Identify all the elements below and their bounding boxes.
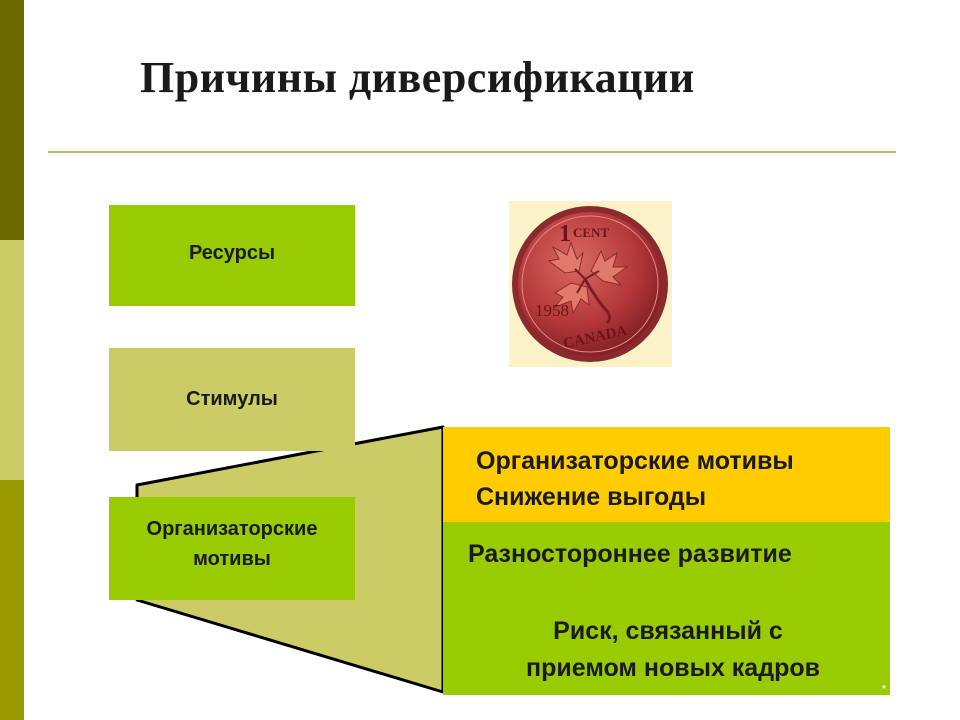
title-divider [48,151,896,153]
resources-box: Ресурсы [109,205,355,306]
detail-panel-header [443,427,890,522]
panel-body-line2: Риск, связанный с [553,617,783,645]
side-bar-top [0,0,24,240]
canadian-cent-coin-icon: 1 CENT 1958 CANADA [512,206,668,362]
resources-label: Ресурсы [188,242,276,264]
slide-title: Причины диверсификации [140,53,695,102]
detail-panel-body [443,522,890,695]
stimuli-box: Стимулы [109,348,355,451]
panel-body-line3: приемом новых кадров [526,654,820,682]
coin-denomination-digit: 1 [559,221,571,247]
side-bar-bottom [0,480,24,720]
org-motives-box: Организаторские мотивы [109,497,355,600]
footnote-star: * [882,684,886,695]
org-motives-label-line2: мотивы [193,547,271,570]
side-bar-middle [0,240,24,480]
coin-image: 1 CENT 1958 CANADA [509,201,672,367]
panel-header-line1: Организаторские мотивы [476,447,794,475]
panel-header-line2: Снижение выгоды [476,483,707,511]
coin-denomination-word: CENT [573,225,609,240]
coin-year: 1958 [535,301,569,320]
panel-body-line1: Разностороннее развитие [468,540,792,568]
org-motives-label-line1: Организаторские [146,517,318,540]
stimuli-label: Стимулы [186,388,278,410]
